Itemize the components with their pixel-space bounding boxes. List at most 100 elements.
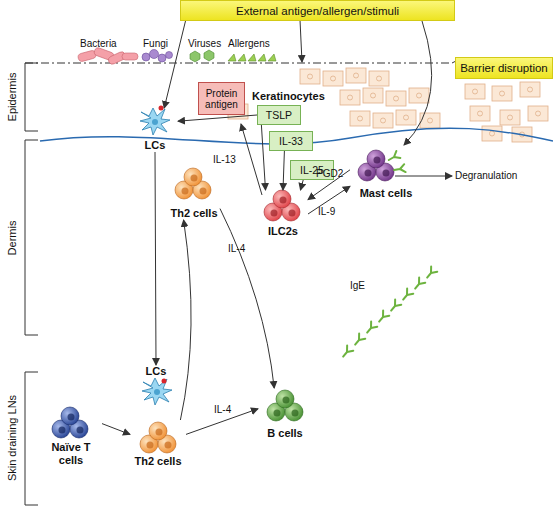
node-text: B cells <box>267 427 302 440</box>
keratinocyte <box>420 113 440 128</box>
allergen <box>228 54 236 61</box>
edge-label: IL-9 <box>318 206 335 218</box>
keratinocyte <box>323 71 343 86</box>
keratinocyte <box>396 110 416 125</box>
node-text: LCs <box>146 365 167 378</box>
virus <box>204 50 214 61</box>
keratinocyte <box>350 111 370 126</box>
keratinocyte <box>500 110 520 125</box>
fungus <box>158 54 166 62</box>
ige-antibody <box>376 311 389 325</box>
keratinocyte <box>386 91 406 106</box>
node-text: Barrier disruption <box>460 62 548 74</box>
keratinocyte <box>482 126 502 141</box>
ige-antibody <box>340 346 353 360</box>
fungus <box>166 52 173 59</box>
edge-label: IL-4 <box>228 243 245 255</box>
keratinocyte <box>528 106 548 121</box>
th2-cluster <box>140 422 176 453</box>
arrow-connector <box>164 21 185 108</box>
keratinocyte <box>409 88 429 103</box>
node-text: Th2 cells <box>170 207 217 220</box>
ige-antibody <box>352 334 365 348</box>
cell-node: B cells <box>258 388 312 440</box>
layer-bracket <box>25 63 38 505</box>
allergens <box>228 54 276 61</box>
ilc2-cluster <box>264 190 300 221</box>
keratinocyte <box>369 71 389 86</box>
cell <box>273 190 291 208</box>
node-text: External antigen/allergen/stimuli <box>236 5 399 17</box>
allergen <box>258 54 266 61</box>
arrow-connector <box>102 424 130 435</box>
bacterium <box>122 53 138 60</box>
secretion-arrow <box>241 124 262 195</box>
annotation-label: Bacteria <box>80 38 117 50</box>
ige-antibody <box>424 267 437 281</box>
th2-cluster <box>175 168 211 199</box>
antigen-dot <box>162 379 167 384</box>
node-text: ILC2s <box>268 225 298 238</box>
arrow-connector <box>180 220 191 420</box>
cell-node: Naïve T cells <box>40 405 102 467</box>
keratinocyte <box>300 69 320 84</box>
cell <box>61 407 79 425</box>
keratinocyte <box>373 113 393 128</box>
bacterium <box>77 50 96 62</box>
cell <box>184 168 202 186</box>
cell-node: Mast cells <box>350 145 422 200</box>
virus <box>190 51 200 62</box>
cell-node: ILC2s <box>258 190 308 238</box>
arrow-connector <box>261 125 265 190</box>
annotation-label: Fungi <box>143 38 168 50</box>
ige-antibody <box>387 151 401 163</box>
node-text: Naïve T cells <box>40 441 102 467</box>
cell-node: Th2 cells <box>130 420 186 468</box>
allergen <box>248 54 256 61</box>
keratinocyte <box>520 82 540 97</box>
node-text: Th2 cells <box>134 455 181 468</box>
keratinocyte <box>346 68 366 83</box>
arrow-connector <box>404 21 432 145</box>
antigen-box: Protein antigen <box>198 82 245 115</box>
arrow-connector <box>301 180 304 190</box>
annotation-label: IL-13 <box>213 154 236 166</box>
allergen <box>268 54 276 61</box>
allergen <box>238 54 246 61</box>
mast-cluster <box>358 150 394 181</box>
annotation-label: Viruses <box>188 38 221 50</box>
ige-antibody <box>364 322 377 336</box>
keratinocyte <box>465 84 485 99</box>
edge-label: PGD2 <box>316 168 343 180</box>
ige-chain <box>340 151 437 359</box>
cell <box>367 150 385 168</box>
cell-node: LCs <box>132 108 178 152</box>
fungus <box>142 53 150 61</box>
keratinocyte <box>363 88 383 103</box>
dendritic-cell <box>142 378 172 405</box>
fungus <box>150 50 159 59</box>
cell-node: LCs <box>128 365 184 407</box>
ige-antibody <box>400 289 413 303</box>
annotation-label: Degranulation <box>455 170 517 182</box>
edge-label: IL-4 <box>214 404 231 416</box>
arrow-connector <box>283 151 284 190</box>
annotation-label: Keratinocytes <box>252 90 325 102</box>
cytokine-box: IL-33 <box>269 131 313 151</box>
ige-antibody <box>388 300 401 314</box>
stimulus-arrow <box>300 20 302 62</box>
annotation-label: IgE <box>350 280 365 292</box>
condition-box: Barrier disruption <box>455 57 553 79</box>
stimulus-box: External antigen/allergen/stimuli <box>180 0 455 21</box>
cytokine-box: TSLP <box>257 105 301 125</box>
b-cluster <box>267 390 303 421</box>
arrow-connector <box>155 152 156 365</box>
arrow-connector <box>220 209 274 388</box>
arrow-connector <box>178 115 257 121</box>
cell <box>276 390 294 408</box>
fungi <box>142 50 173 63</box>
annotation-label: Allergens <box>228 38 270 50</box>
bacteria <box>77 47 138 66</box>
layer-label: Epidermis <box>6 73 18 122</box>
